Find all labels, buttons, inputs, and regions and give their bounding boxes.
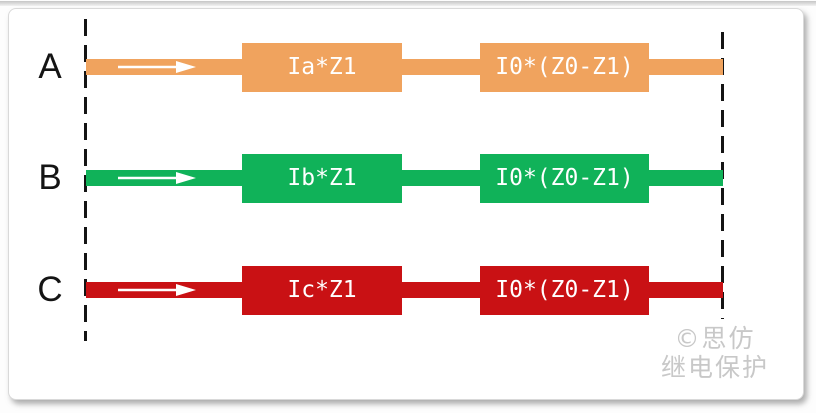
phase-b-zero-seq-impedance-box: I0*(Z0-Z1) — [480, 154, 649, 203]
phase-a-series-impedance-box: Ia*Z1 — [242, 43, 402, 92]
phase-c-series-impedance-box: Ic*Z1 — [242, 266, 402, 315]
left-boundary-dashed-line — [84, 19, 87, 341]
phase-b-label: B — [38, 158, 62, 197]
watermark-line-1: ©思仿 — [674, 324, 756, 353]
top-shadow-strip — [0, 1, 816, 6]
right-arrow-icon — [118, 172, 196, 184]
phase-a-label: A — [38, 47, 62, 86]
watermark-line-2: 继电保护 — [660, 353, 769, 382]
right-arrow-icon — [118, 284, 196, 296]
right-arrow-icon — [118, 61, 196, 73]
phase-c-zero-seq-impedance-box: I0*(Z0-Z1) — [480, 266, 649, 315]
phase-a-zero-seq-impedance-box: I0*(Z0-Z1) — [480, 43, 649, 92]
phase-c-label: C — [37, 270, 63, 309]
watermark: ©思仿 继电保护 — [640, 324, 790, 382]
phase-b-series-impedance-box: Ib*Z1 — [242, 154, 402, 203]
